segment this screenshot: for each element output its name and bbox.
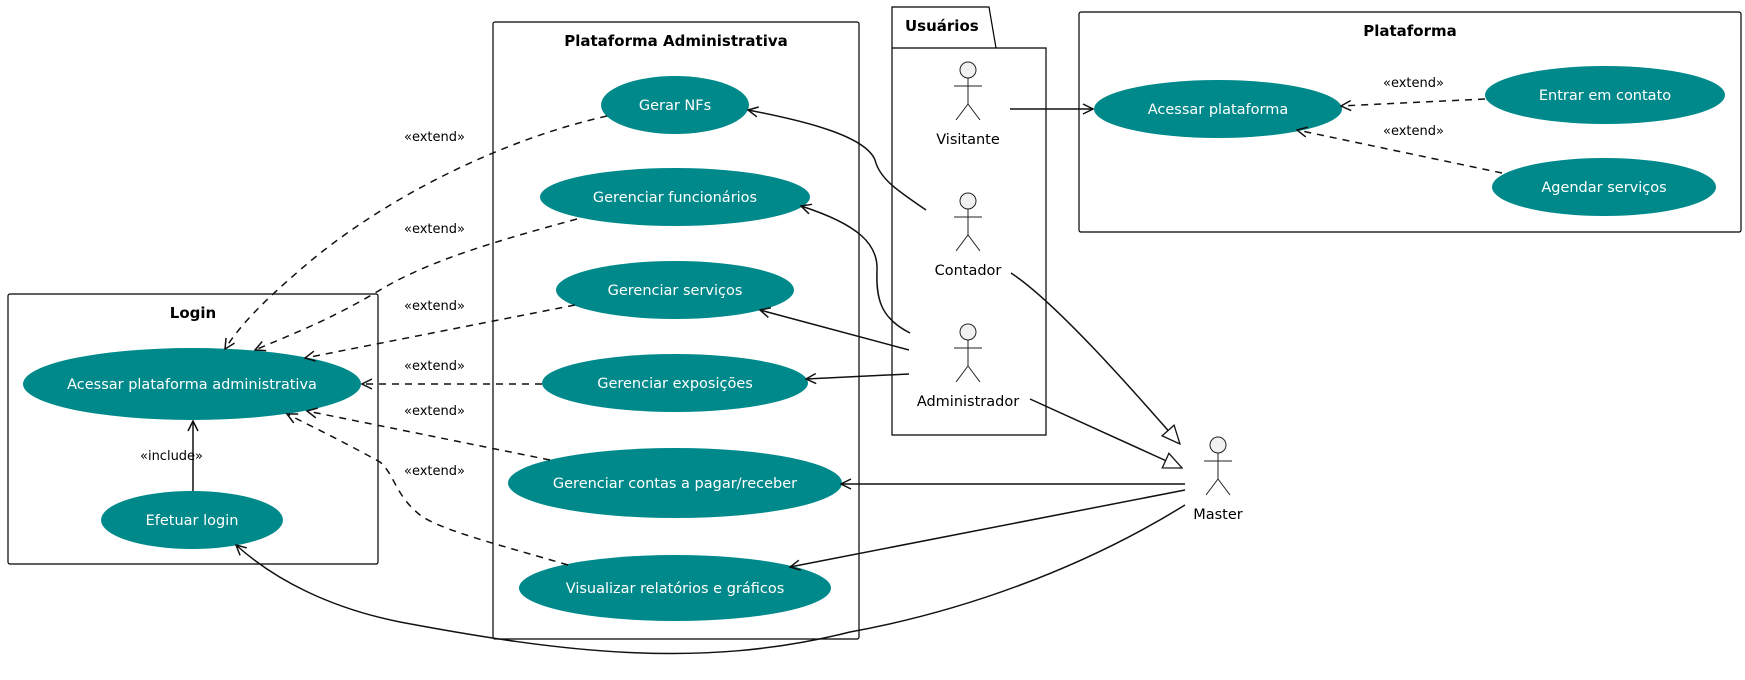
stereotype-label-extend: «extend» [404, 359, 465, 374]
package-title-login: Login [170, 304, 216, 322]
use-case-label: Gerenciar exposições [597, 376, 753, 392]
actor-label: Visitante [936, 132, 1000, 148]
actor-label: Master [1193, 507, 1243, 523]
package-title-users: Usuários [905, 17, 979, 35]
stereotype-label-extend: «extend» [404, 130, 465, 145]
use-case-label: Gerenciar funcionários [593, 190, 757, 206]
use-case-label: Agendar serviços [1541, 180, 1666, 196]
extend-gerar-nfs [225, 115, 608, 349]
use-case-agendar-servicos: Agendar serviços [1492, 158, 1716, 216]
package-usuarios: Usuários [891, 6, 1047, 436]
use-case-label: Acessar plataforma administrativa [67, 377, 317, 393]
use-case-efetuar-login: Efetuar login [101, 491, 283, 549]
extend-gerenciar-servicos [305, 304, 576, 358]
use-case-entrar-em-contato: Entrar em contato [1485, 66, 1725, 124]
actor-master: Master [1193, 436, 1243, 523]
use-case-label: Efetuar login [146, 513, 239, 529]
use-case-visualizar-relatorios: Visualizar relatórios e gráficos [519, 555, 831, 621]
package-title-admin: Plataforma Administrativa [564, 32, 788, 50]
package-plataforma-administrativa: Plataforma Administrativa [492, 21, 860, 640]
use-case-gerenciar-servicos: Gerenciar serviços [556, 261, 794, 319]
extend-visualizar-relatorios [287, 414, 569, 566]
association-administrador-gerenciar-exposicoes [806, 374, 910, 379]
use-case-gerenciar-exposicoes: Gerenciar exposições [542, 354, 808, 412]
use-case-label: Acessar plataforma [1148, 102, 1289, 118]
package-login: Login [7, 293, 379, 565]
actor-label: Administrador [917, 394, 1019, 410]
use-case-label: Gerenciar serviços [608, 283, 743, 299]
association-administrador-gerenciar-funcionarios [801, 206, 911, 334]
stereotype-label-include: «include» [140, 449, 203, 464]
generalization-contador-master [1010, 272, 1180, 444]
use-case-label: Visualizar relatórios e gráficos [566, 581, 785, 597]
association-master-efetuar-login [236, 504, 1186, 655]
stereotype-label-extend: «extend» [1383, 124, 1444, 139]
generalization-administrador-master [1029, 398, 1182, 469]
actor-visitante: Visitante [936, 61, 1000, 148]
use-case-label: Entrar em contato [1539, 88, 1671, 104]
use-case-acessar-plataforma-administrativa: Acessar plataforma administrativa [23, 348, 361, 420]
use-case-gerenciar-contas: Gerenciar contas a pagar/receber [508, 448, 842, 518]
actor-contador: Contador [935, 192, 1002, 279]
stereotype-label-extend: «extend» [404, 299, 465, 314]
stereotype-label-extend: «extend» [404, 404, 465, 419]
association-administrador-gerenciar-servicos [760, 310, 910, 351]
extend-gerenciar-funcionarios [255, 218, 578, 350]
stereotype-label-extend: «extend» [404, 464, 465, 479]
use-case-gerar-nfs: Gerar NFs [601, 76, 749, 134]
extend-entrar-em-contato [1341, 98, 1486, 106]
use-case-label: Gerenciar contas a pagar/receber [553, 476, 797, 492]
association-contador-gerar-nfs [748, 110, 927, 211]
package-plataforma: Plataforma [1078, 11, 1742, 233]
actor-label: Contador [935, 263, 1002, 279]
extend-gerenciar-contas [307, 411, 551, 461]
stereotype-label-extend: «extend» [404, 222, 465, 237]
use-case-acessar-plataforma: Acessar plataforma [1094, 80, 1342, 138]
stereotype-label-extend: «extend» [1383, 76, 1444, 91]
extend-agendar-servicos [1297, 130, 1503, 174]
actor-administrador: Administrador [917, 323, 1019, 410]
association-master-visualizar-relatorios [790, 489, 1186, 567]
use-case-label: Gerar NFs [639, 98, 711, 114]
use-case-gerenciar-funcionarios: Gerenciar funcionários [540, 168, 810, 226]
package-title-platform: Plataforma [1363, 22, 1457, 40]
